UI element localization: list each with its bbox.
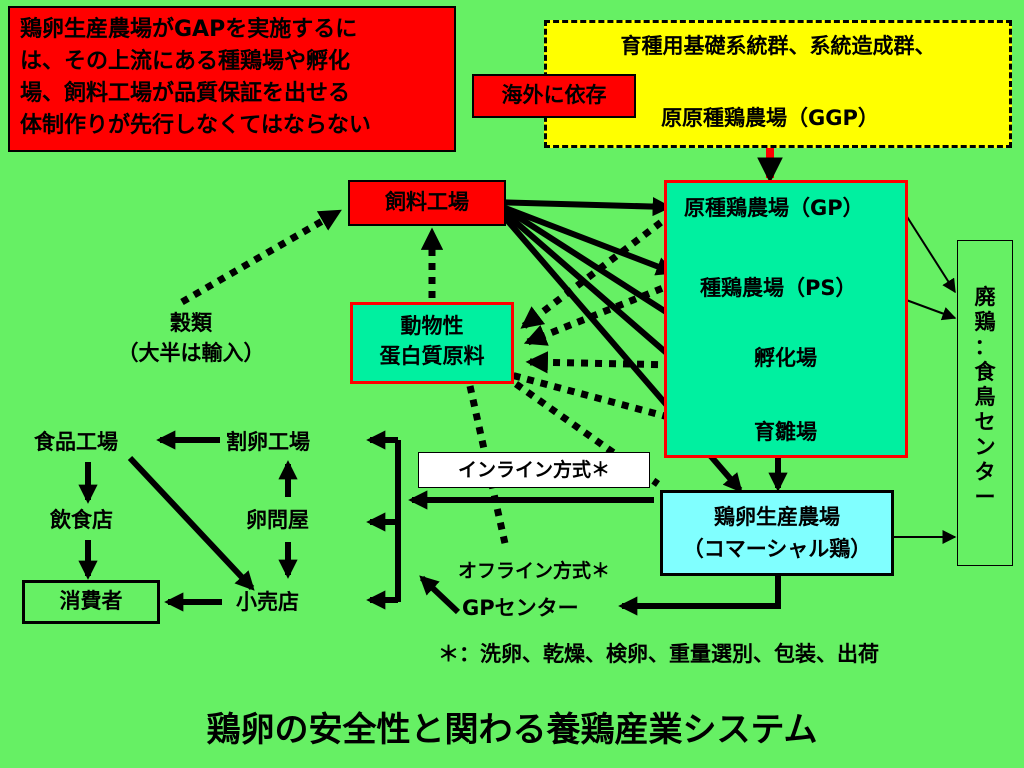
spent-hen-char-1: 廃 (974, 285, 996, 309)
spent-hen-char-7: ン (974, 435, 996, 459)
overseas-label: 海外に依存 (472, 74, 636, 118)
consumer-box: 消費者 (22, 580, 160, 624)
spent-hen-char-3: ： (974, 335, 996, 359)
offline-method-label: オフライン方式＊ (458, 560, 611, 582)
gp-center-label: GPセンター (462, 596, 579, 620)
gp-farm-label: 原種鶏農場（GP） (684, 196, 864, 220)
animal-protein-line-2: 蛋白質原料 (379, 344, 485, 368)
restaurant-label: 飲食店 (50, 508, 113, 532)
egg-breaking-factory-label: 割卵工場 (226, 430, 310, 454)
spent-hen-char-5: 鳥 (974, 385, 996, 409)
grain-line-2: （大半は輸入） (117, 341, 265, 365)
grain-label: 穀類 （大半は輸入） (96, 308, 286, 368)
gap-note-box: 鶏卵生産農場がGAPを実施するに は、その上流にある種鶏場や孵化 場、飼料工場が… (8, 6, 456, 152)
egg-wholesaler-label: 卵問屋 (246, 508, 309, 532)
food-factory-label: 食品工場 (34, 430, 118, 454)
spent-hen-char-2: 鶏 (974, 310, 996, 334)
footnote: ＊：洗卵、乾燥、検卵、重量選別、包装、出荷 (438, 642, 879, 666)
rearing-label: 育雛場 (754, 420, 817, 444)
breeder-block (664, 180, 908, 458)
gap-note-line-4: 体制作りが先行しなくてはならない (20, 113, 371, 138)
inline-method-label: インライン方式＊ (418, 452, 650, 488)
gap-note-line-3: 場、飼料工場が品質保証を出せる (20, 81, 351, 106)
spent-hen-center-box: 廃 鶏 ： 食 鳥 セ ン タ ー (957, 240, 1013, 566)
gap-note-line-1: 鶏卵生産農場がGAPを実施するに (20, 17, 358, 42)
spent-hen-char-6: セ (974, 410, 996, 434)
spent-hen-char-8: タ (974, 460, 996, 484)
page-title: 鶏卵の安全性と関わる養鶏産業システム (206, 710, 818, 750)
egg-farm-box: 鶏卵生産農場 （コマーシャル鶏） (660, 490, 894, 576)
egg-farm-line-1: 鶏卵生産農場 (714, 505, 840, 529)
egg-farm-line-2: （コマーシャル鶏） (682, 537, 872, 561)
hatchery-label: 孵化場 (754, 346, 817, 370)
ps-farm-label: 種鶏農場（PS） (700, 276, 857, 300)
feed-factory-box: 飼料工場 (348, 180, 506, 226)
ggp-line-1: 育種用基礎系統群、系統造成群、 (620, 34, 936, 58)
grain-line-1: 穀類 (170, 311, 212, 335)
animal-protein-box: 動物性 蛋白質原料 (350, 302, 514, 384)
animal-protein-line-1: 動物性 (400, 314, 464, 338)
gap-note-line-2: は、その上流にある種鶏場や孵化 (20, 49, 351, 74)
spent-hen-char-9: ー (974, 485, 996, 509)
ggp-line-2: 原原種鶏農場（GGP） (661, 106, 879, 130)
retailer-label: 小売店 (236, 590, 299, 614)
spent-hen-char-4: 食 (974, 360, 996, 384)
